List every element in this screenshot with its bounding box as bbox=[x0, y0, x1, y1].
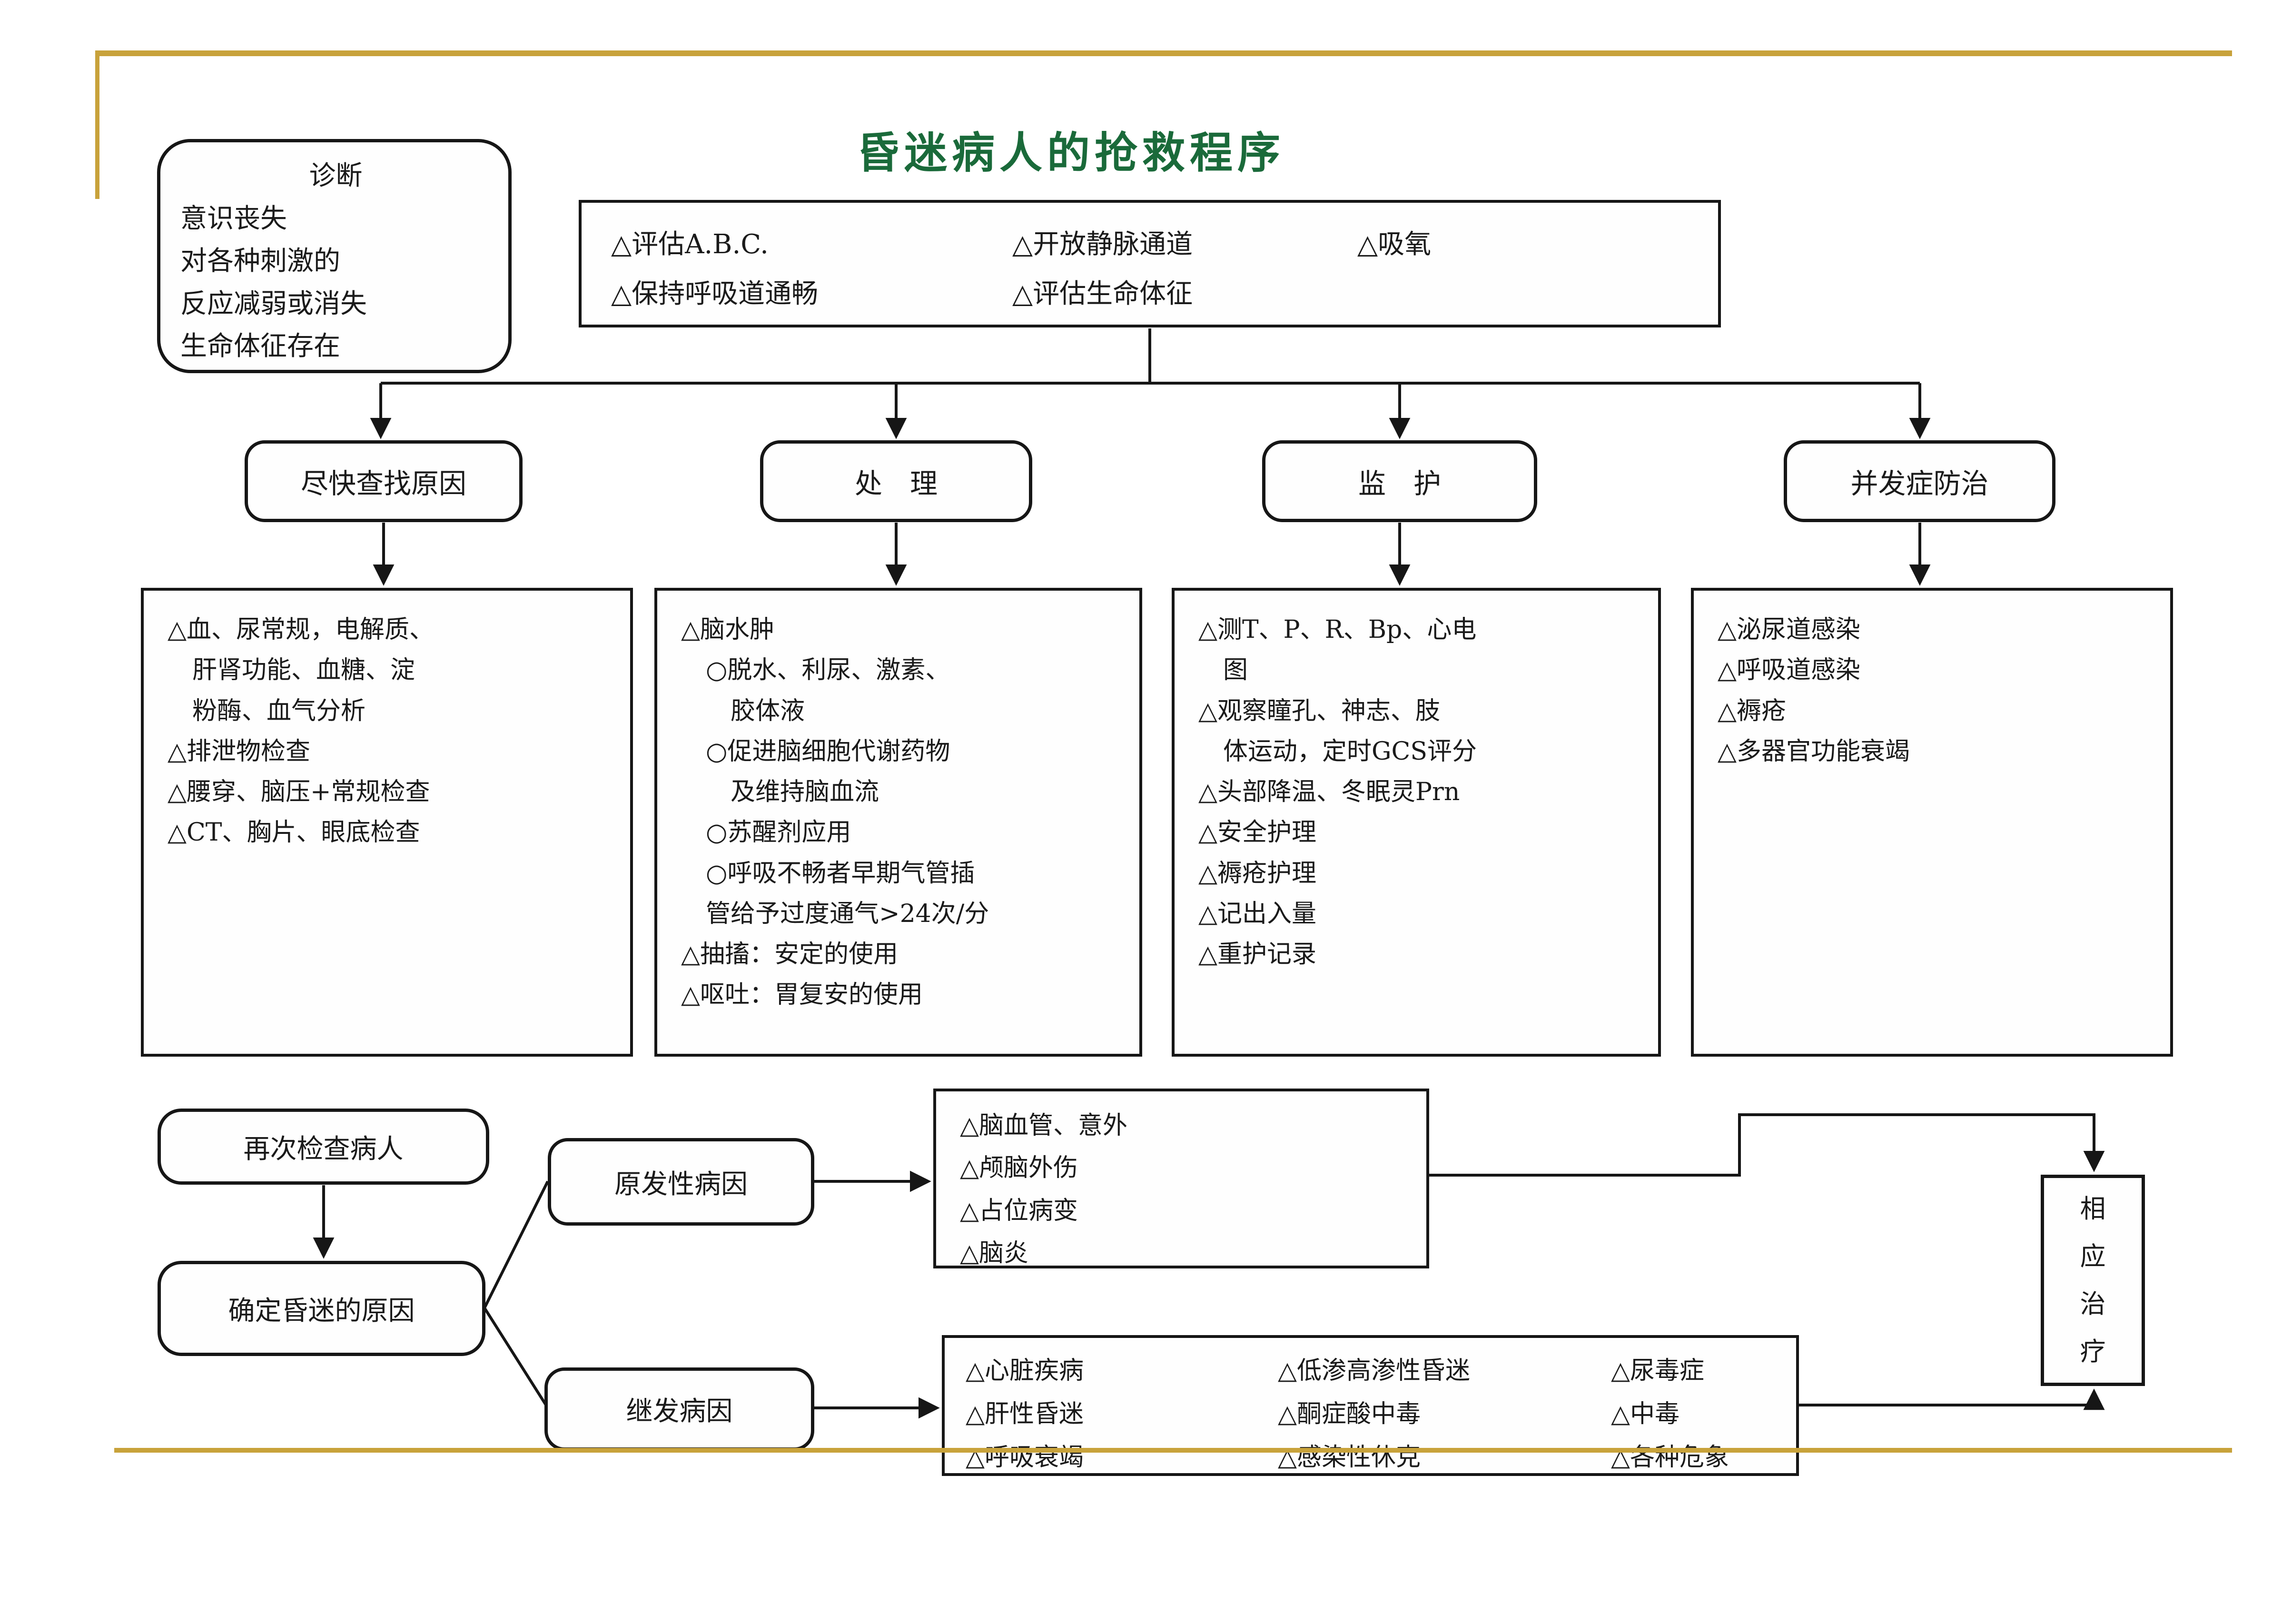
secondary-cause-box: 继发病因 bbox=[544, 1367, 814, 1451]
determine-box: 确定昏迷的原因 bbox=[158, 1261, 485, 1356]
header-complications-label: 并发症防治 bbox=[1850, 467, 1989, 500]
primary-cause-box: 原发性病因 bbox=[548, 1138, 814, 1226]
primary-causes-list: △脑血管、意外 △颅脑外伤 △占位病变 △脑炎 bbox=[933, 1089, 1429, 1268]
initial-actions-col1: △评估A.B.C. △保持呼吸道通畅 bbox=[611, 229, 819, 309]
detail-monitoring: △测T、P、R、Bp、心电 图 △观察瞳孔、神志、肢 体运动，定时GCS评分 △… bbox=[1172, 588, 1661, 1057]
secondary-causes-list: △心脏疾病 △肝性昏迷 △呼吸衰竭 △低渗高渗性昏迷 △酮症酸中毒 △感染性休克… bbox=[942, 1335, 1799, 1476]
connector-determine-secondary bbox=[483, 1307, 549, 1409]
initial-actions-col3: △吸氧 bbox=[1357, 229, 1432, 260]
header-monitoring: 监 护 bbox=[1262, 440, 1537, 522]
corresponding-treatment-box: 相 应 治 疗 bbox=[2041, 1175, 2145, 1386]
gold-top-border bbox=[95, 50, 2232, 56]
connector-secondary-treatment bbox=[1799, 1388, 2105, 1410]
primary-cause-label: 原发性病因 bbox=[614, 1168, 748, 1200]
diagnosis-box: 诊断 意识丧失 对各种刺激的 反应减弱或消失 生命体征存在 bbox=[157, 139, 512, 373]
determine-label: 确定昏迷的原因 bbox=[228, 1295, 415, 1327]
header-find-cause-label: 尽快查找原因 bbox=[300, 467, 466, 500]
diagnosis-heading: 诊断 bbox=[309, 160, 363, 191]
recheck-box: 再次检查病人 bbox=[158, 1109, 489, 1185]
header-monitoring-label: 监 护 bbox=[1358, 467, 1441, 500]
connector-determine-primary bbox=[483, 1180, 549, 1309]
page-title: 昏迷病人的抢救程序 bbox=[857, 128, 1285, 178]
header-treatment: 处 理 bbox=[760, 440, 1032, 522]
gold-left-border bbox=[95, 50, 99, 199]
header-treatment-label: 处 理 bbox=[854, 467, 938, 500]
secondary-causes-col3: △尿毒症 △中毒 △各种危象 bbox=[1611, 1357, 1729, 1472]
connector-primary-treatment bbox=[1429, 1113, 2105, 1177]
detail-complications: △泌尿道感染 △呼吸道感染 △褥疮 △多器官功能衰竭 bbox=[1691, 588, 2173, 1057]
secondary-causes-col1: △心脏疾病 △肝性昏迷 △呼吸衰竭 bbox=[966, 1357, 1084, 1472]
recheck-label: 再次检查病人 bbox=[243, 1133, 404, 1165]
secondary-causes-col2: △低渗高渗性昏迷 △酮症酸中毒 △感染性休克 bbox=[1278, 1357, 1470, 1472]
initial-actions-box: △评估A.B.C. △保持呼吸道通畅 △开放静脉通道 △评估生命体征 △吸氧 bbox=[579, 200, 1721, 327]
header-find-cause: 尽快查找原因 bbox=[245, 440, 523, 522]
detail-treatment: △脑水肿 ○脱水、利尿、激素、 胶体液 ○促进脑细胞代谢药物 及维持脑血流 ○苏… bbox=[654, 588, 1142, 1057]
diagnosis-body: 意识丧失 对各种刺激的 反应减弱或消失 生命体征存在 bbox=[180, 203, 367, 362]
initial-actions-col2: △开放静脉通道 △评估生命体征 bbox=[1012, 229, 1193, 309]
header-complications: 并发症防治 bbox=[1784, 440, 2055, 522]
gold-bottom-border bbox=[114, 1448, 2232, 1453]
detail-find-cause: △血、尿常规，电解质、 肝肾功能、血糖、淀 粉酶、血气分析 △排泄物检查 △腰穿… bbox=[141, 588, 633, 1057]
secondary-cause-label: 继发病因 bbox=[626, 1396, 733, 1427]
